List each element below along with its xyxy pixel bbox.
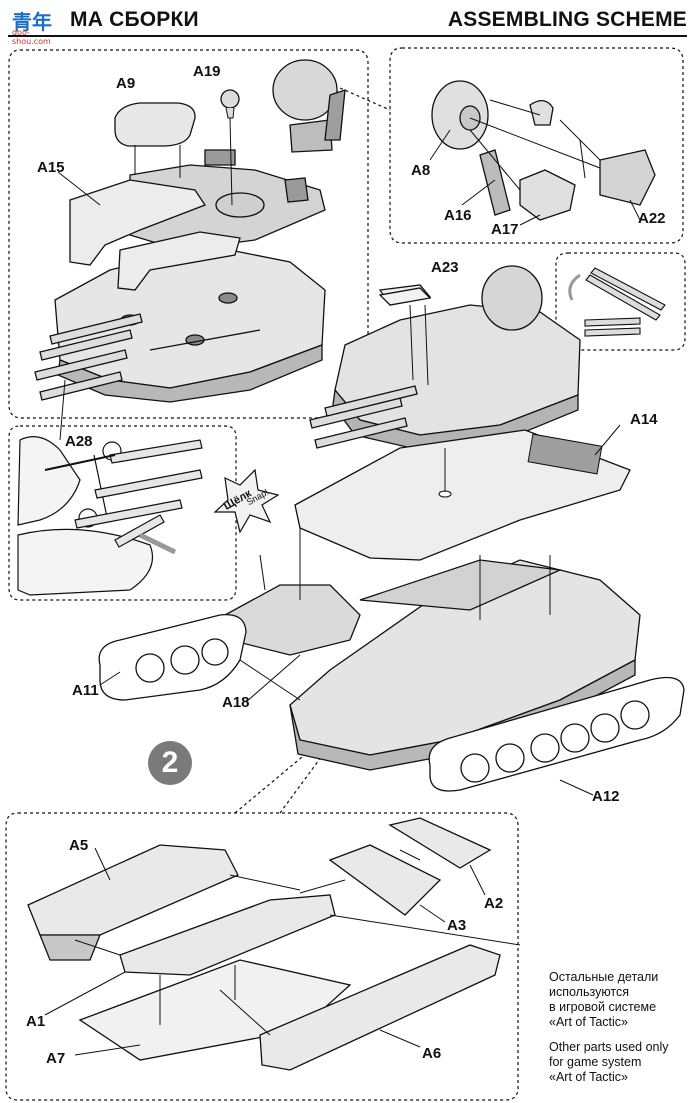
turret-guns-left: [34, 313, 143, 401]
part-a3: [328, 844, 442, 916]
label-a22: A22: [638, 210, 666, 227]
label-a28: A28: [65, 433, 93, 450]
label-a7: A7: [46, 1050, 66, 1067]
label-a23: A23: [431, 259, 459, 276]
part-a2: [388, 817, 492, 869]
sight-detail-parts: [431, 80, 656, 221]
label-a9: A9: [116, 75, 136, 92]
label-a14: A14: [630, 411, 658, 428]
snap-burst: [213, 468, 280, 534]
turret-guns-middle: [309, 385, 418, 449]
hull-parts: [27, 817, 501, 1071]
elevation-detail-frame: [555, 252, 686, 351]
step-number-badge: 2: [148, 741, 192, 785]
watermark-main: 青年: [12, 12, 52, 34]
notes-ru-line: используются: [549, 985, 630, 999]
notes-ru-line: в игровой системе: [549, 1000, 657, 1014]
label-a3: A3: [447, 917, 467, 934]
label-a17: A17: [491, 221, 519, 238]
sight-top-left: [272, 59, 346, 153]
notes-ru-line: Остальные детали: [549, 970, 659, 984]
label-a12: A12: [592, 788, 620, 805]
part-a6: [259, 944, 501, 1071]
watermark-sub: goo-shou.com: [12, 28, 51, 46]
turret-panel-frame: [8, 49, 369, 419]
gun-detail-frame: [8, 425, 237, 601]
part-a18-front: [224, 584, 361, 656]
notes-en-line: for game system: [549, 1055, 642, 1069]
label-a6: A6: [422, 1045, 442, 1062]
label-a15: A15: [37, 159, 65, 176]
label-a2: A2: [484, 895, 504, 912]
track-a11: [98, 613, 247, 701]
part-a19: [220, 89, 240, 109]
label-a8: A8: [411, 162, 431, 179]
notes-ru-line: «Art of Tactic»: [549, 1015, 628, 1029]
part-a23: [378, 287, 432, 306]
gun-detail-parts: [17, 436, 203, 596]
header-title-en: ASSEMBLING SCHEME: [447, 8, 687, 31]
part-a9-hatch: [114, 102, 196, 147]
label-a18: A18: [222, 694, 250, 711]
hull-panel-frame: [5, 812, 519, 1101]
header-rule: [8, 35, 687, 37]
notes-en-line: «Art of Tactic»: [549, 1070, 628, 1084]
label-a19: A19: [193, 63, 221, 80]
track-a12: [428, 676, 685, 792]
watermark-logo: 青年 goo-shou.com: [6, 4, 68, 46]
elevation-detail-parts: [584, 267, 666, 337]
header-title-ru: МА СБОРКИ: [70, 8, 199, 31]
label-a16: A16: [444, 207, 472, 224]
part-a15-cover: [69, 179, 206, 266]
turret-middle-right: [332, 265, 581, 451]
notes-en: Other parts used only for game system «A…: [549, 1040, 689, 1085]
label-a5: A5: [69, 837, 89, 854]
label-a11: A11: [72, 682, 99, 699]
part-a5: [27, 844, 239, 936]
notes-block: Остальные детали используются в игровой …: [549, 970, 689, 1095]
notes-ru: Остальные детали используются в игровой …: [549, 970, 689, 1030]
notes-en-line: Other parts used only: [549, 1040, 669, 1054]
label-a1: A1: [26, 1013, 46, 1030]
